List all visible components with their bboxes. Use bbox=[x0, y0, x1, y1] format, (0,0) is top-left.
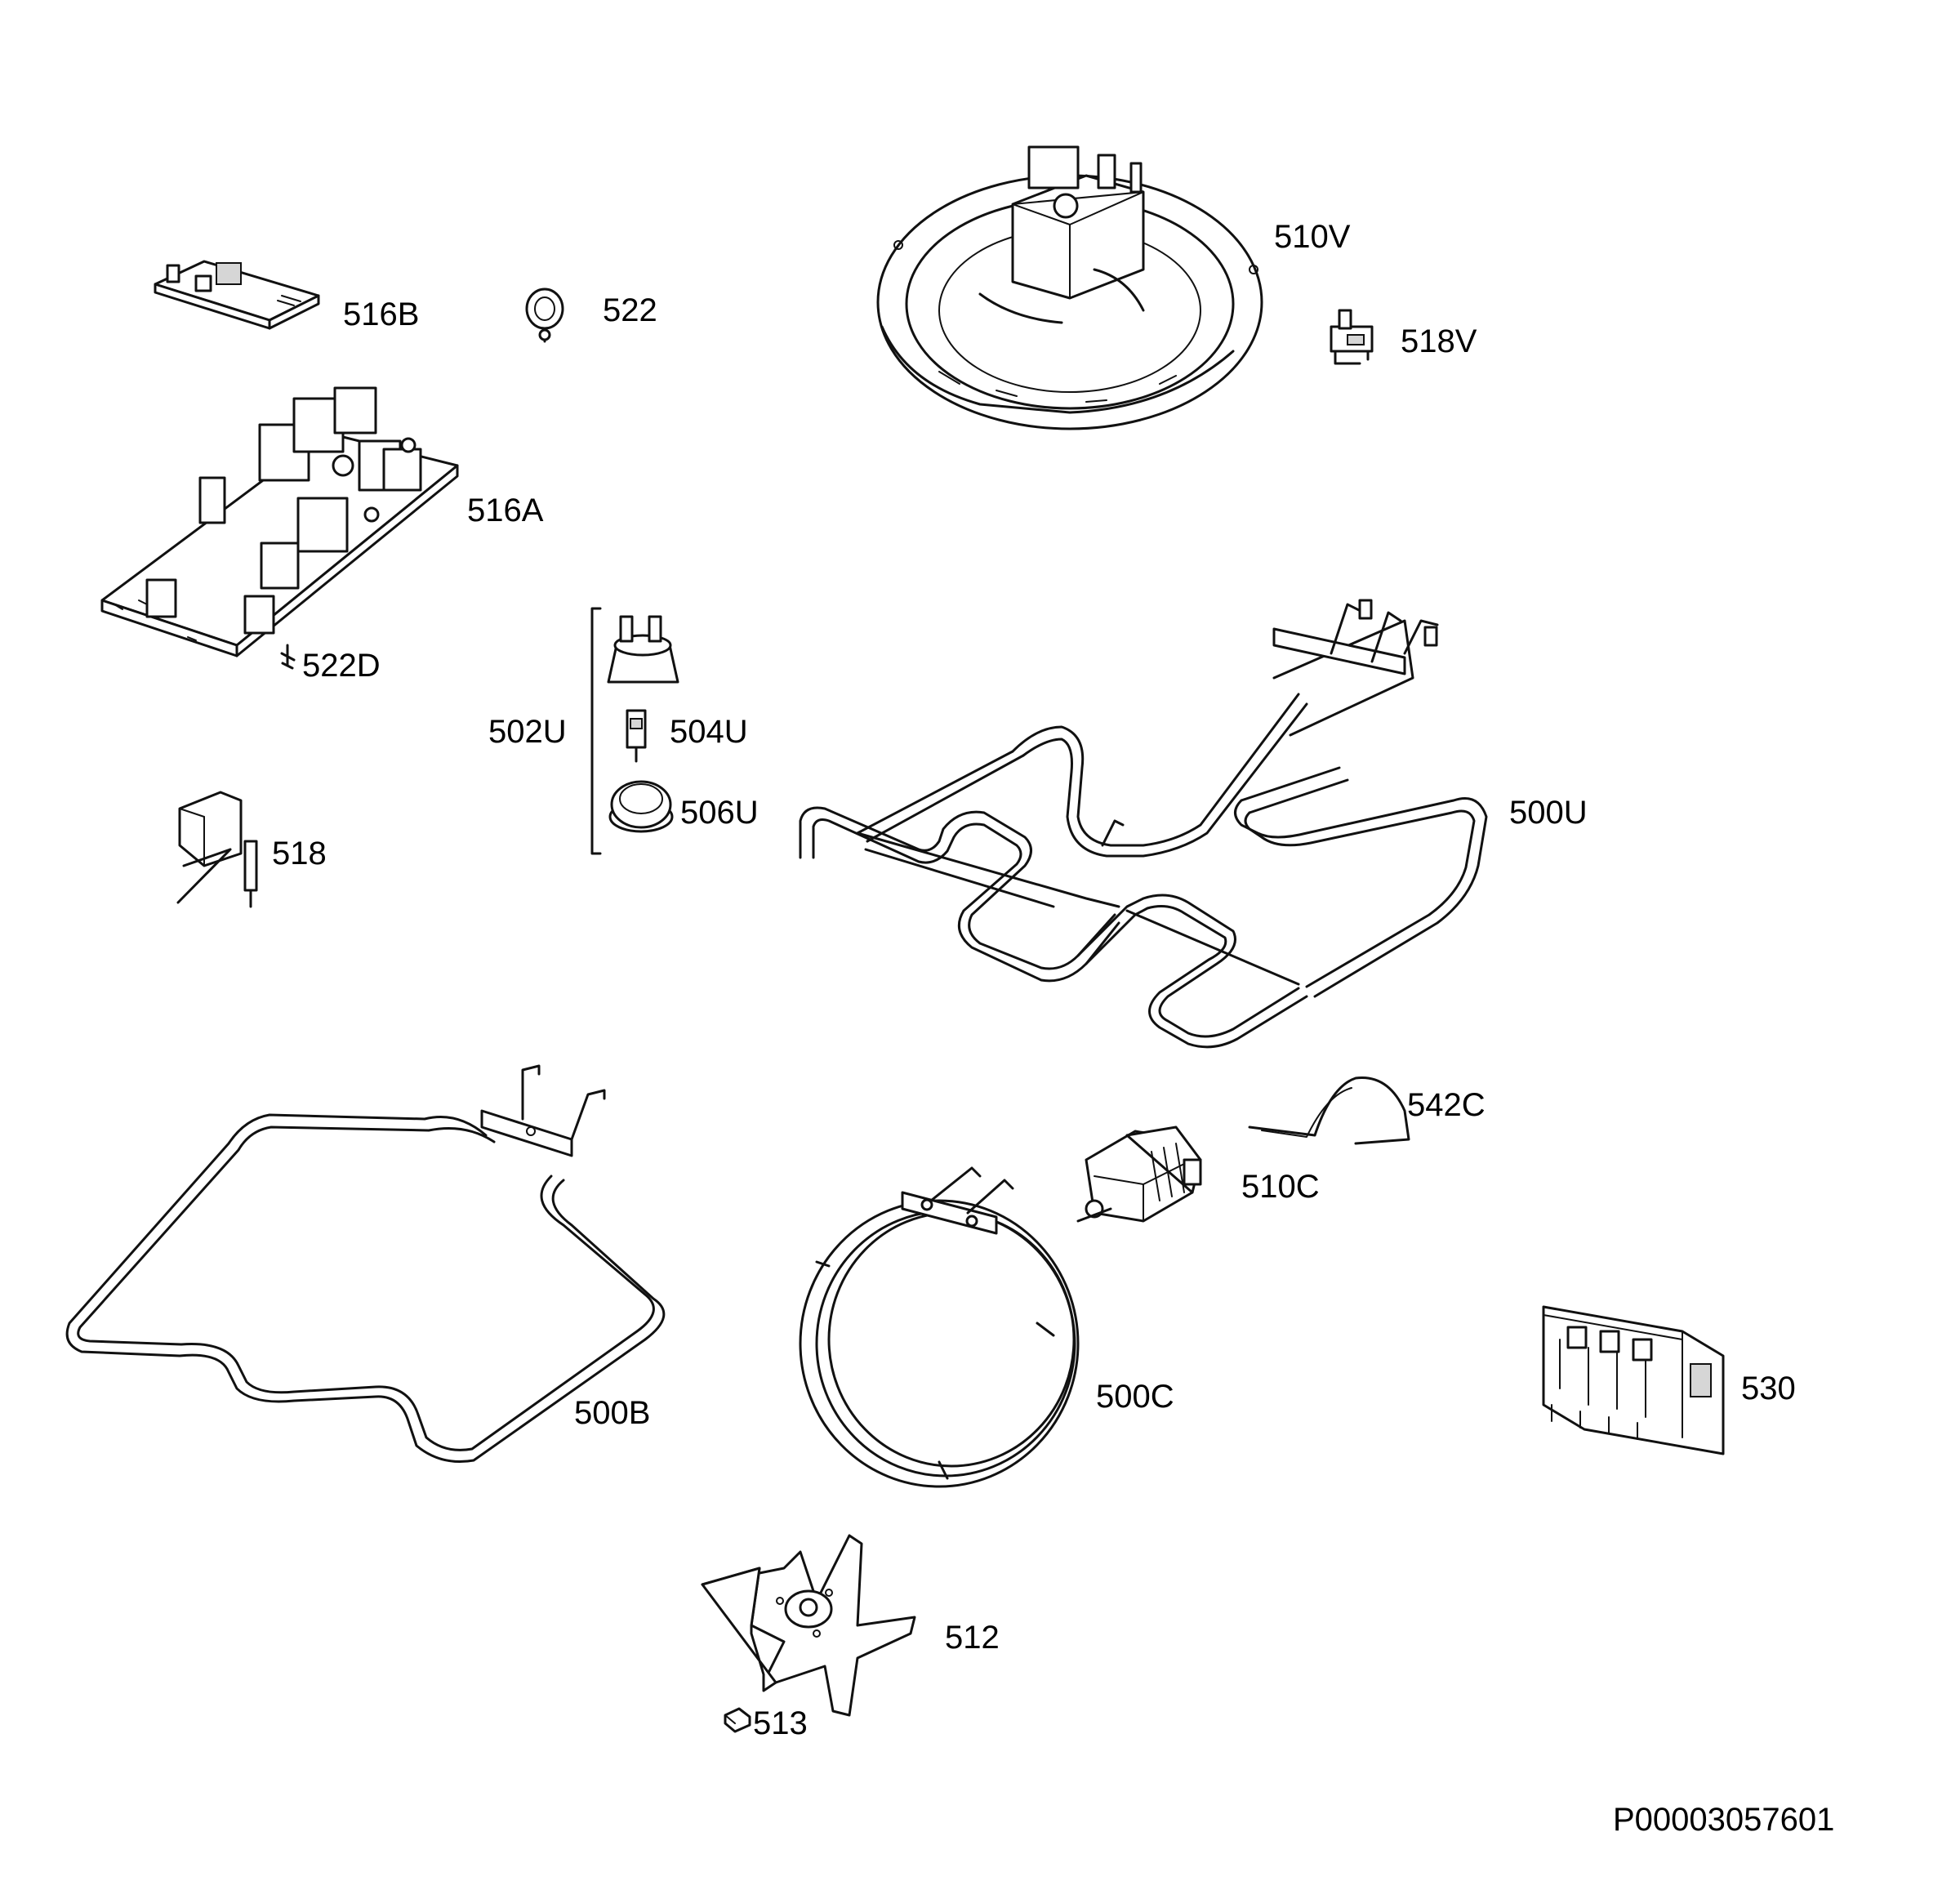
label-530: 530 bbox=[1741, 1371, 1796, 1406]
label-512: 512 bbox=[945, 1620, 1000, 1656]
part-516A-board-drawing bbox=[100, 386, 459, 657]
part-516B-board-drawing bbox=[154, 260, 320, 330]
label-500C: 500C bbox=[1096, 1379, 1174, 1415]
part-510V-fan-assembly-drawing bbox=[876, 145, 1263, 430]
label-513: 513 bbox=[753, 1705, 808, 1741]
part-518-sensor-drawing bbox=[176, 791, 258, 908]
label-500U: 500U bbox=[1509, 795, 1588, 831]
part-504U-socket-drawing bbox=[607, 615, 679, 763]
label-542C: 542C bbox=[1407, 1087, 1486, 1123]
label-502U: 502U bbox=[488, 714, 567, 750]
part-500U-grill-element-drawing bbox=[799, 599, 1488, 1049]
label-504U: 504U bbox=[670, 714, 748, 750]
part-518V-thermostat-drawing bbox=[1330, 309, 1374, 365]
part-530-terminal-block-drawing bbox=[1542, 1305, 1725, 1455]
label-522: 522 bbox=[603, 292, 657, 328]
part-510C-motor-drawing bbox=[1076, 1125, 1202, 1223]
label-516B: 516B bbox=[343, 296, 420, 332]
part-506U-lamp-cover-drawing bbox=[608, 780, 674, 833]
part-522D-clip-drawing bbox=[280, 644, 296, 670]
label-510V: 510V bbox=[1274, 219, 1351, 255]
part-522-clip-drawing bbox=[525, 287, 564, 343]
label-510C: 510C bbox=[1241, 1169, 1320, 1205]
part-513-nut-drawing bbox=[724, 1707, 751, 1733]
part-542C-clip-drawing bbox=[1248, 1076, 1410, 1145]
label-518: 518 bbox=[272, 836, 327, 871]
document-id: P00003057601 bbox=[1613, 1802, 1835, 1838]
label-516A: 516A bbox=[467, 493, 544, 528]
part-512-fan-blade-drawing bbox=[701, 1534, 916, 1717]
part-500B-bottom-element-drawing bbox=[65, 1064, 666, 1464]
label-522D: 522D bbox=[302, 648, 381, 684]
label-500B: 500B bbox=[574, 1395, 651, 1431]
part-500C-circular-element-drawing bbox=[799, 1166, 1080, 1488]
part-502U-bracket-drawing bbox=[590, 607, 602, 855]
label-506U: 506U bbox=[680, 795, 759, 831]
label-518V: 518V bbox=[1401, 323, 1477, 359]
